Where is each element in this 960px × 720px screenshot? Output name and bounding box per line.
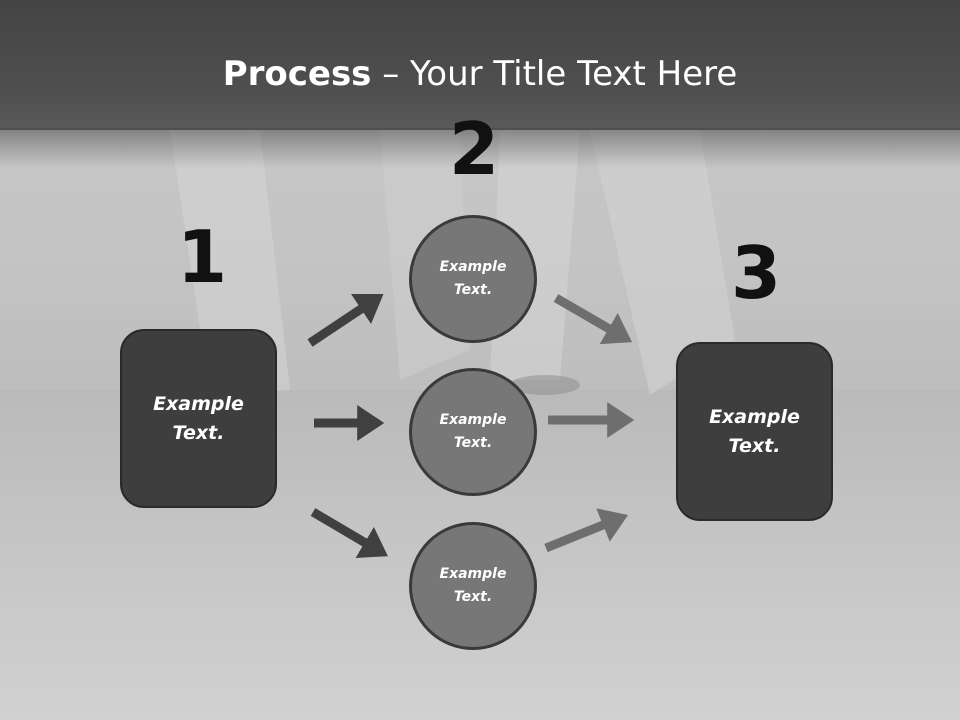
slide-title: Process – Your Title Text Here — [0, 52, 960, 96]
arrow-from-circle-bottom — [544, 508, 629, 553]
step-2-circle-middle: Example Text. — [409, 368, 537, 496]
title-bar — [0, 0, 960, 130]
step-1-text: Example Text. — [153, 392, 244, 444]
step-3-box: Example Text. — [676, 342, 833, 521]
step-number-1: 1 — [177, 215, 228, 299]
step-number-2: 2 — [449, 107, 500, 191]
step-2-circle-bottom-text: Example Text. — [439, 566, 507, 605]
arrow-to-circle-bottom — [310, 508, 388, 559]
step-3-text: Example Text. — [709, 405, 800, 457]
step-2-circle-top: Example Text. — [409, 215, 537, 343]
step-number-3: 3 — [731, 231, 782, 315]
title-rest: – Your Title Text Here — [371, 54, 738, 94]
step-2-circle-middle-text: Example Text. — [439, 412, 507, 451]
title-bold: Process — [222, 54, 372, 94]
step-1-box: Example Text. — [120, 329, 277, 508]
step-2-circle-bottom: Example Text. — [409, 522, 537, 650]
arrow-from-circle-top — [553, 294, 633, 345]
title-bar-shadow — [0, 128, 960, 168]
arrow-to-circle-top — [307, 294, 384, 347]
step-2-circle-top-text: Example Text. — [439, 259, 507, 298]
